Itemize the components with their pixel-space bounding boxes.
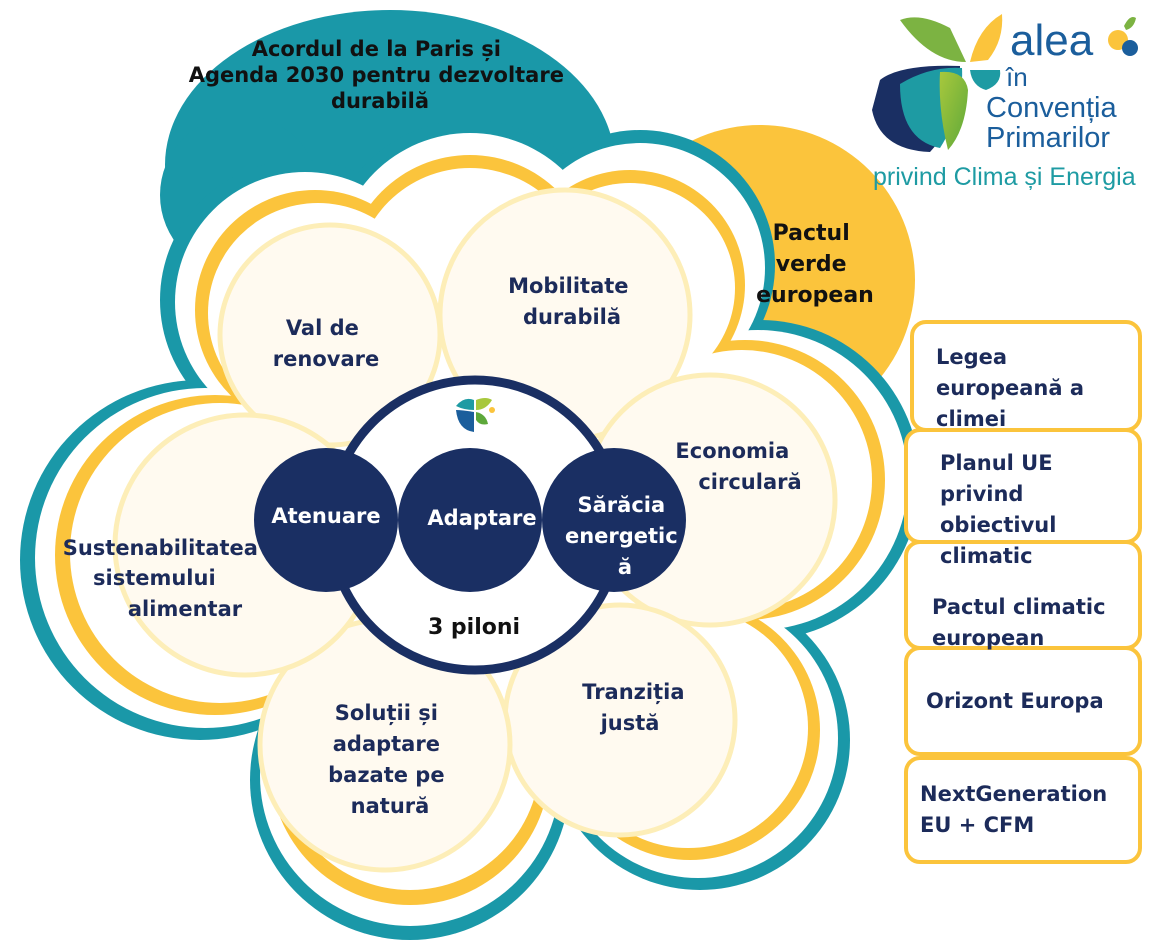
leaf-icon [456, 398, 495, 432]
side-box-horizon-europe-label: Orizont Europa [926, 689, 1104, 713]
side-box-climate-pact-label: Pactul climatic european [932, 595, 1113, 650]
logo-line4: privind Clima și Energia [873, 163, 1136, 191]
petal-transition-label: Tranziția justă [582, 680, 692, 735]
pillar-adaptation [398, 448, 542, 592]
side-box-climate-law-label: Legea europeană a climei [936, 345, 1091, 431]
pillar-mitigation [254, 448, 398, 592]
alea-leaf-icon [872, 14, 1003, 152]
pillar-energy-poverty [542, 448, 686, 592]
inner-petals [112, 187, 838, 873]
petal-mobility-label: Mobilitate durabilă [508, 274, 636, 329]
pillar-energy-poverty-label: Sărăcia energetic ă [565, 493, 685, 579]
logo-line3: Primarilor [986, 122, 1110, 154]
green-deal-text: Pactul verde european [756, 221, 874, 308]
petal-circular-label: Economia circulară [675, 439, 801, 494]
side-boxes [904, 320, 1142, 864]
petal-food-label: Sustenabilitatea sistemului alimentar [63, 536, 266, 621]
logo-line1: în [1005, 62, 1028, 92]
petal-renovation-label: Val de renovare [273, 316, 379, 371]
alea-logo: alea în Convenția Primarilor privind Cli… [872, 14, 1138, 191]
alea-brand: alea [1010, 16, 1094, 65]
side-box-climate-target-plan-label: Planul UE privind obiectivul climatic [940, 451, 1064, 568]
petal-nature-label: Soluții și adaptare bazate pe natură [328, 701, 452, 818]
alea-bulb-icon [1108, 17, 1138, 56]
pillars-caption: 3 piloni [428, 615, 520, 640]
side-box-horizon-europe [904, 646, 1142, 756]
side-box-nextgeneration-label: NextGeneration EU + CFM [920, 782, 1115, 837]
pillar-mitigation-label: Atenuare [271, 504, 380, 528]
pillar-adaptation-label: Adaptare [427, 506, 536, 530]
side-box-nextgeneration [904, 756, 1142, 864]
logo-line2: Convenția [986, 92, 1117, 124]
paris-agreement-text: Acordul de la Paris și Agenda 2030 pentr… [189, 37, 572, 113]
